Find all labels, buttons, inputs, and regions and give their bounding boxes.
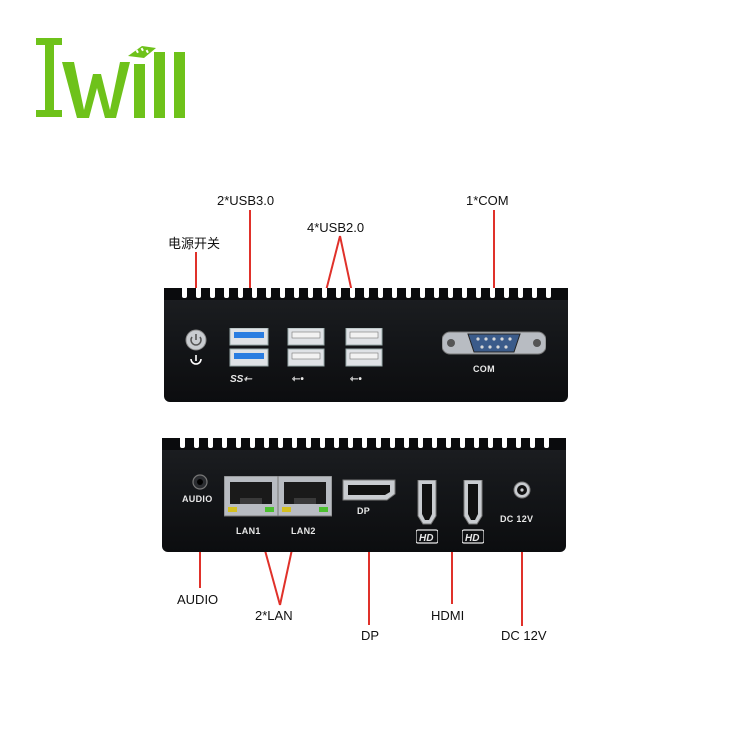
dp-panel-label: DP: [357, 506, 371, 516]
usb30-label: 2*USB3.0: [217, 193, 275, 208]
audio-label: AUDIO: [177, 592, 219, 607]
svg-text:HD: HD: [419, 533, 433, 544]
dp-port[interactable]: [342, 478, 396, 502]
usb-icon: ⇽•: [349, 374, 362, 385]
iwill-logo: [36, 38, 185, 118]
rear-panel-fins: [162, 438, 566, 450]
usb20-ports-left[interactable]: ⇽•: [286, 328, 330, 390]
audio-jack[interactable]: [192, 474, 208, 490]
dc-jack[interactable]: [512, 480, 532, 500]
usb-icon: ⇽•: [291, 374, 304, 385]
dc-label: DC 12V: [501, 628, 547, 643]
lan1-panel-label: LAN1: [236, 526, 261, 536]
front-panel-fins: [164, 288, 568, 300]
hd-logo-icon: HD: [416, 529, 438, 544]
power-switch-label: 电源开关: [168, 236, 221, 251]
dc-panel-label: DC 12V: [500, 514, 534, 524]
com-label: 1*COM: [466, 193, 509, 208]
lan2-panel-label: LAN2: [291, 526, 316, 536]
usb30-ports[interactable]: SS⇽: [228, 328, 272, 390]
hdmi-port-2[interactable]: HD: [462, 480, 484, 550]
com-panel-label: COM: [473, 364, 495, 374]
usb20-label: 4*USB2.0: [307, 220, 365, 235]
usb20-ports-right[interactable]: ⇽•: [344, 328, 388, 390]
power-icon: [190, 355, 202, 365]
lan1-port[interactable]: [224, 476, 278, 518]
rear-panel: AUDIO LAN1 LAN2 DP HD HD: [162, 438, 566, 552]
hdmi-label: HDMI: [431, 608, 465, 623]
audio-panel-label: AUDIO: [182, 494, 213, 504]
com-port[interactable]: [442, 326, 546, 360]
front-panel: SS⇽ ⇽• ⇽• COM: [164, 288, 568, 402]
power-button[interactable]: [184, 328, 208, 372]
hdmi-port-1[interactable]: HD: [416, 480, 438, 550]
dp-label: DP: [361, 628, 380, 643]
lan-label: 2*LAN: [255, 608, 293, 623]
ss-usb-icon: SS⇽: [230, 374, 252, 385]
hd-logo-icon: HD: [462, 529, 484, 544]
lan2-port[interactable]: [278, 476, 332, 518]
svg-text:HD: HD: [465, 533, 479, 544]
